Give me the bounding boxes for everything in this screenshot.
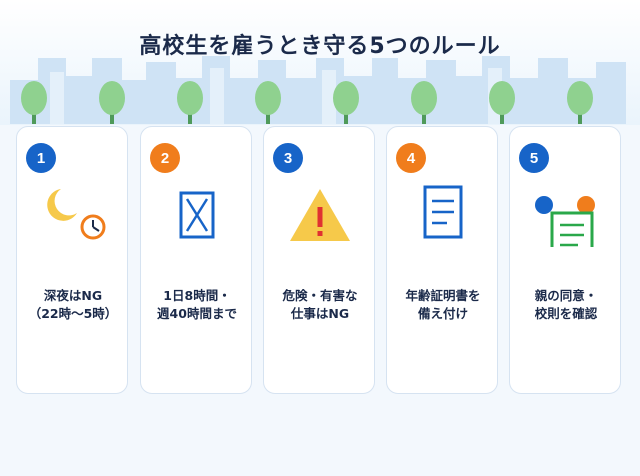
page-title: 高校生を雇うとき守る5つのルール: [139, 34, 501, 59]
rule-number-badge: 1: [26, 143, 56, 173]
rule-number-badge: 5: [519, 143, 549, 173]
warning-icon: [290, 189, 350, 241]
rule-label: 1日8時間・ 週40時間まで: [141, 287, 253, 323]
rule-label-line2: 仕事はNG: [290, 306, 350, 321]
rule-label-line1: 親の同意・: [534, 288, 598, 303]
rule-label-line1: 1日8時間・: [163, 288, 231, 303]
rule-label: 年齢証明書を 備え付け: [387, 287, 499, 323]
rule-card-4: 4 年齢証明書を 備え付け: [386, 126, 498, 394]
rule-label-line2: 週40時間まで: [157, 306, 237, 321]
calendar-x-icon: [179, 191, 215, 239]
rule-number-badge: 3: [273, 143, 303, 173]
rule-label: 親の同意・ 校則を確認: [510, 287, 622, 323]
rule-number-badge: 4: [396, 143, 426, 173]
rule-label: 危険・有害な 仕事はNG: [264, 287, 376, 323]
rule-label-line1: 深夜はNG: [43, 288, 103, 303]
rule-card-5: 5 親の同意・ 校則を確認: [509, 126, 621, 394]
rule-label-line1: 年齢証明書を: [405, 288, 481, 303]
rule-label: 深夜はNG （22時〜5時）: [17, 287, 129, 323]
rule-label-line2: 校則を確認: [534, 306, 598, 321]
city-skyline-illustration: [10, 56, 626, 124]
rule-label-line2: （22時〜5時）: [28, 306, 118, 321]
rule-label-line1: 危険・有害な: [282, 288, 358, 303]
moon-clock-icon: [47, 189, 106, 240]
rules-list: 1 深夜はNG （22時〜5時） 2 1日8時間・ 週40時間まで: [16, 126, 624, 394]
rule-card-1: 1 深夜はNG （22時〜5時）: [16, 126, 128, 394]
rule-card-2: 2 1日8時間・ 週40時間まで: [140, 126, 252, 394]
rule-label-line2: 備え付け: [417, 306, 468, 321]
rule-number-badge: 2: [150, 143, 180, 173]
consent-form-icon: [535, 196, 595, 267]
document-icon: [423, 185, 463, 239]
rule-card-3: 3 危険・有害な 仕事はNG: [263, 126, 375, 394]
